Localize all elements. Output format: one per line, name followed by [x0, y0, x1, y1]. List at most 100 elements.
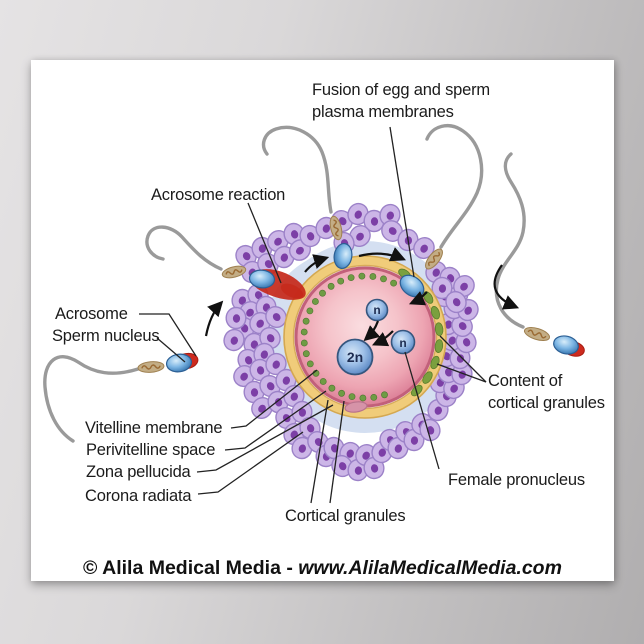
corona-cell: [233, 364, 255, 388]
cortical-granule-content-blob: [434, 339, 444, 353]
sperm-tail: [43, 355, 140, 443]
leader-cortical-granules-1: [310, 399, 329, 504]
leader-cortical-granules-2: [329, 400, 345, 504]
motion-arrows: [204, 247, 520, 347]
arrow-toward-top: [304, 254, 330, 273]
male-pronucleus: n: [365, 298, 389, 322]
sperm-acrosome-reaction: [145, 225, 306, 300]
cortical-granule-dot: [358, 272, 366, 280]
corona-cell: [347, 202, 369, 226]
cortical-granule-dot: [300, 328, 308, 336]
cortical-granule-content-blob: [430, 306, 440, 320]
leader-content-2: [436, 363, 487, 383]
cortical-granule-dot: [311, 298, 319, 305]
leader-sperm-nucleus: [156, 337, 186, 363]
leader-lines: [139, 126, 487, 504]
acrosome-reaction-spill: [280, 283, 304, 299]
label-acrosome-reaction: Acrosome reaction: [151, 186, 286, 204]
leader-perivitelline-space: [224, 390, 327, 451]
cortical-granule-dot: [381, 391, 388, 399]
cortical-granule-dot: [306, 360, 314, 368]
corona-cell: [265, 352, 287, 376]
sperm-head: [333, 242, 353, 270]
corona-cell: [445, 290, 467, 314]
zygote-label: 2n: [347, 349, 363, 365]
cortical-granule-dot: [327, 282, 335, 290]
corona-cell: [331, 454, 353, 478]
cortical-granule-dot: [328, 384, 336, 392]
label-female-pronucleus: Female pronucleus: [448, 471, 585, 489]
male-pronucleus-label: n: [373, 303, 380, 317]
copyright-footer: © Alila Medical Media - www.AlilaMedical…: [31, 557, 614, 580]
label-vitelline-membrane: Vitelline membrane: [85, 419, 223, 437]
corona-cell: [273, 245, 295, 269]
female-pronucleus: n: [390, 329, 416, 355]
cortical-granule-dot: [348, 393, 356, 400]
leader-vitelline-membrane: [230, 369, 318, 429]
sperm-tail: [145, 225, 223, 271]
leader-corona-radiata: [197, 431, 304, 495]
sperm-tail: [261, 125, 333, 214]
corona-cell: [265, 306, 287, 329]
sperm-head: [248, 269, 276, 289]
sperm-midpiece: [523, 327, 551, 341]
corona-cell: [323, 436, 345, 460]
cortical-granule-dot: [319, 289, 326, 297]
arrow-male-to-zygote: [363, 320, 381, 342]
sperm-head: [553, 335, 579, 355]
label-cortical-granules: Cortical granules: [285, 507, 406, 525]
sperm-midpiece: [329, 215, 343, 241]
cortical-granule-dot: [370, 393, 378, 401]
label-zona-pellucida: Zona pellucida: [86, 463, 191, 481]
cortical-granule-content-blob: [434, 322, 444, 337]
label-perivitelline-space: Perivitelline space: [86, 441, 216, 459]
cortical-granules-dots: [300, 272, 397, 402]
leader-fusion: [389, 126, 415, 278]
corona-cell: [283, 384, 305, 408]
arrow-over-top: [358, 247, 407, 262]
label-corona-radiata: Corona radiata: [85, 487, 192, 505]
cortical-granule-dot: [369, 273, 377, 280]
egg-cell: n n 2n: [283, 255, 447, 419]
cortical-granule-dot: [380, 275, 387, 283]
cortical-granule-dot: [337, 277, 345, 285]
cortical-granule-dot: [302, 317, 310, 325]
cortical-granule-dot: [359, 394, 367, 402]
cortical-granule-dot: [390, 279, 397, 287]
label-fusion-line2: plasma membranes: [312, 103, 454, 121]
copyright-text: © Alila Medical Media -: [83, 557, 299, 579]
sperm-head: [165, 353, 193, 373]
corona-cell: [291, 436, 313, 460]
sperm-tail: [425, 124, 484, 249]
corona-cell: [453, 275, 475, 298]
sperm-midpiece: [137, 361, 165, 373]
arrow-swim-away: [493, 264, 520, 310]
label-fusion-line1: Fusion of egg and sperm: [312, 81, 490, 99]
leader-content-1: [439, 335, 487, 383]
corona-cell: [431, 276, 453, 300]
cortical-granule-dot: [347, 274, 355, 281]
leader-acrosome-reaction: [247, 202, 282, 284]
corona-cell: [413, 236, 435, 260]
arrow-sperm-to-pronucleus: [408, 291, 428, 306]
polar-body: [344, 401, 368, 413]
label-content-line2: cortical granules: [488, 394, 605, 412]
label-acrosome: Acrosome: [55, 305, 128, 323]
cortical-granule-dot: [306, 307, 314, 315]
cortical-granule-content-blob: [422, 371, 433, 384]
leader-zona-pellucida: [196, 404, 334, 473]
sperm-tail: [494, 152, 526, 329]
cortical-granule-dot: [302, 350, 310, 358]
website-text: www.AlilaMedicalMedia.com: [298, 557, 562, 579]
sperm-at-zona-top: [261, 125, 353, 270]
sperm-labeled-left: [43, 352, 199, 443]
corona-cell: [223, 328, 245, 352]
female-pronucleus-label: n: [399, 336, 406, 350]
leader-acrosome: [139, 313, 197, 357]
sperm-swimming-away-right: [494, 152, 585, 357]
cortical-granule-dot: [338, 389, 345, 397]
leader-female-pronucleus: [404, 351, 440, 470]
cortical-granule-dot: [300, 339, 308, 347]
